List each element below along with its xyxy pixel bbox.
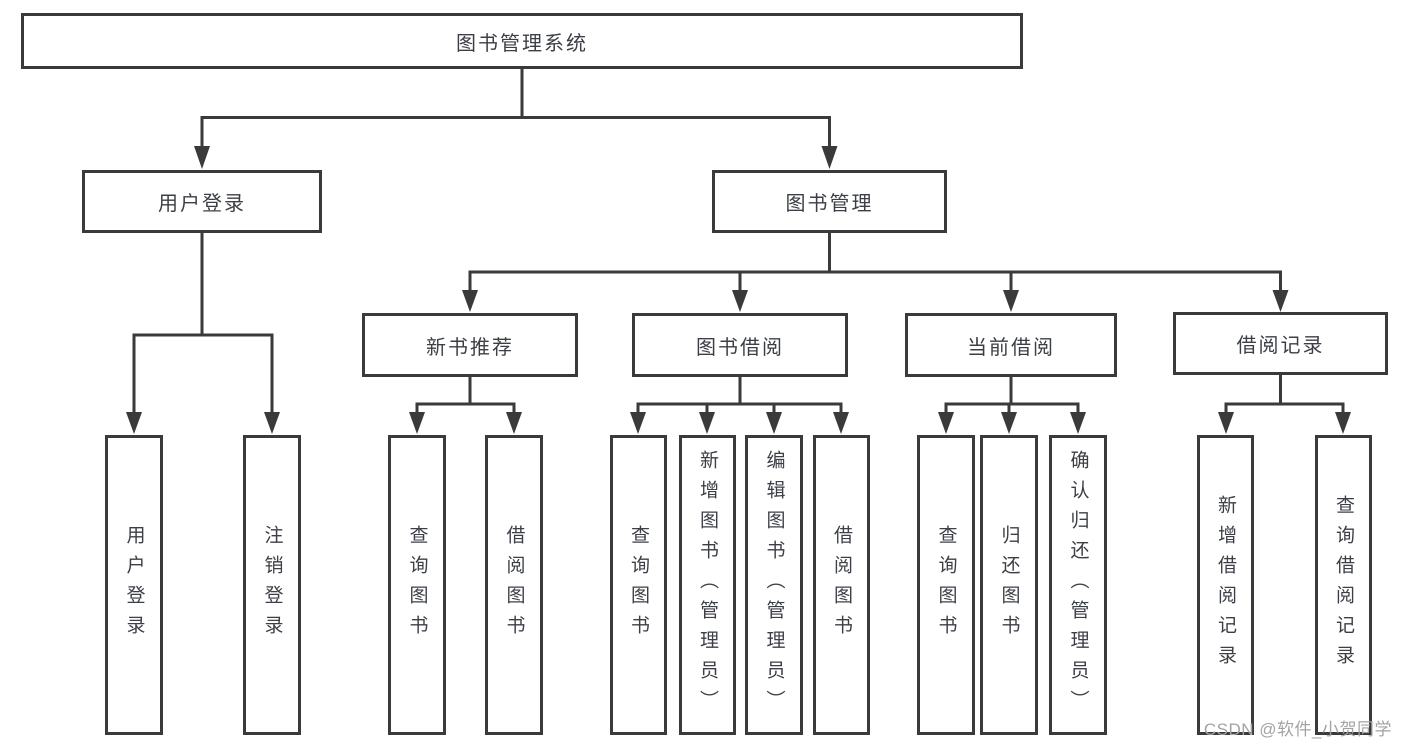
leaf-query-book-borrow: 查询图书	[610, 435, 667, 735]
node-book-management: 图书管理	[712, 170, 947, 233]
edge-root-to-level2	[194, 67, 838, 169]
leaf-query-book-current: 查询图书	[917, 435, 975, 735]
node-book-borrow-label: 图书借阅	[696, 336, 784, 359]
leaf-return-book: 归还图书	[980, 435, 1038, 735]
node-book-management-label: 图书管理	[785, 193, 874, 215]
node-borrow-record: 借阅记录	[1173, 312, 1388, 375]
leaf-return-book-label: 归还图书	[998, 525, 1020, 645]
node-borrow-record-label: 借阅记录	[1236, 335, 1325, 357]
leaf-query-book-current-label: 查询图书	[935, 525, 957, 645]
watermark: CSDN @软件_小贺同学	[1203, 720, 1392, 739]
edge-book-management-to-level3	[462, 233, 1289, 312]
leaf-add-borrow-record-label: 新增借阅记录	[1215, 495, 1236, 675]
node-new-book-recommend: 新书推荐	[362, 313, 578, 377]
node-user-login: 用户登录	[82, 170, 322, 233]
node-current-borrow: 当前借阅	[905, 313, 1117, 377]
leaf-borrow-book-recommend-label: 借阅图书	[503, 525, 525, 645]
edge-borrow-record-to-leaves	[1218, 375, 1351, 434]
leaf-borrow-book-label: 借阅图书	[831, 525, 852, 645]
leaf-confirm-return-admin: 确认归还（管理员）	[1049, 435, 1107, 735]
node-root-label: 图书管理系统	[456, 32, 588, 55]
leaf-user-login: 用户登录	[105, 435, 163, 735]
leaf-user-login-label: 用户登录	[123, 525, 145, 645]
leaf-borrow-book: 借阅图书	[813, 435, 870, 735]
leaf-add-borrow-record: 新增借阅记录	[1197, 435, 1254, 735]
leaf-borrow-book-recommend: 借阅图书	[485, 435, 543, 735]
node-book-borrow: 图书借阅	[632, 313, 848, 377]
leaf-query-borrow-record-label: 查询借阅记录	[1333, 495, 1354, 675]
node-current-borrow-label: 当前借阅	[967, 336, 1055, 359]
leaf-logout-login: 注销登录	[243, 435, 301, 735]
leaf-query-book-recommend-label: 查询图书	[406, 525, 428, 645]
leaf-add-book-admin-label: 新增图书（管理员）	[697, 450, 718, 720]
edge-book-borrow-to-leaves	[630, 377, 849, 434]
leaf-logout-login-label: 注销登录	[261, 525, 283, 645]
node-new-book-recommend-label: 新书推荐	[426, 336, 514, 359]
leaf-query-borrow-record: 查询借阅记录	[1315, 435, 1372, 735]
node-root: 图书管理系统	[21, 13, 1023, 69]
leaf-query-book-borrow-label: 查询图书	[628, 525, 649, 645]
leaf-confirm-return-admin-label: 确认归还（管理员）	[1067, 450, 1089, 720]
node-user-login-label: 用户登录	[158, 193, 246, 215]
leaf-edit-book-admin-label: 编辑图书（管理员）	[763, 450, 785, 720]
leaf-add-book-admin: 新增图书（管理员）	[679, 435, 736, 735]
edge-new-book-recommend-to-leaves	[409, 377, 522, 434]
edge-user-login-to-leaves	[126, 233, 280, 434]
edge-current-borrow-to-leaves	[938, 377, 1086, 434]
leaf-edit-book-admin: 编辑图书（管理员）	[745, 435, 803, 735]
leaf-query-book-recommend: 查询图书	[388, 435, 446, 735]
